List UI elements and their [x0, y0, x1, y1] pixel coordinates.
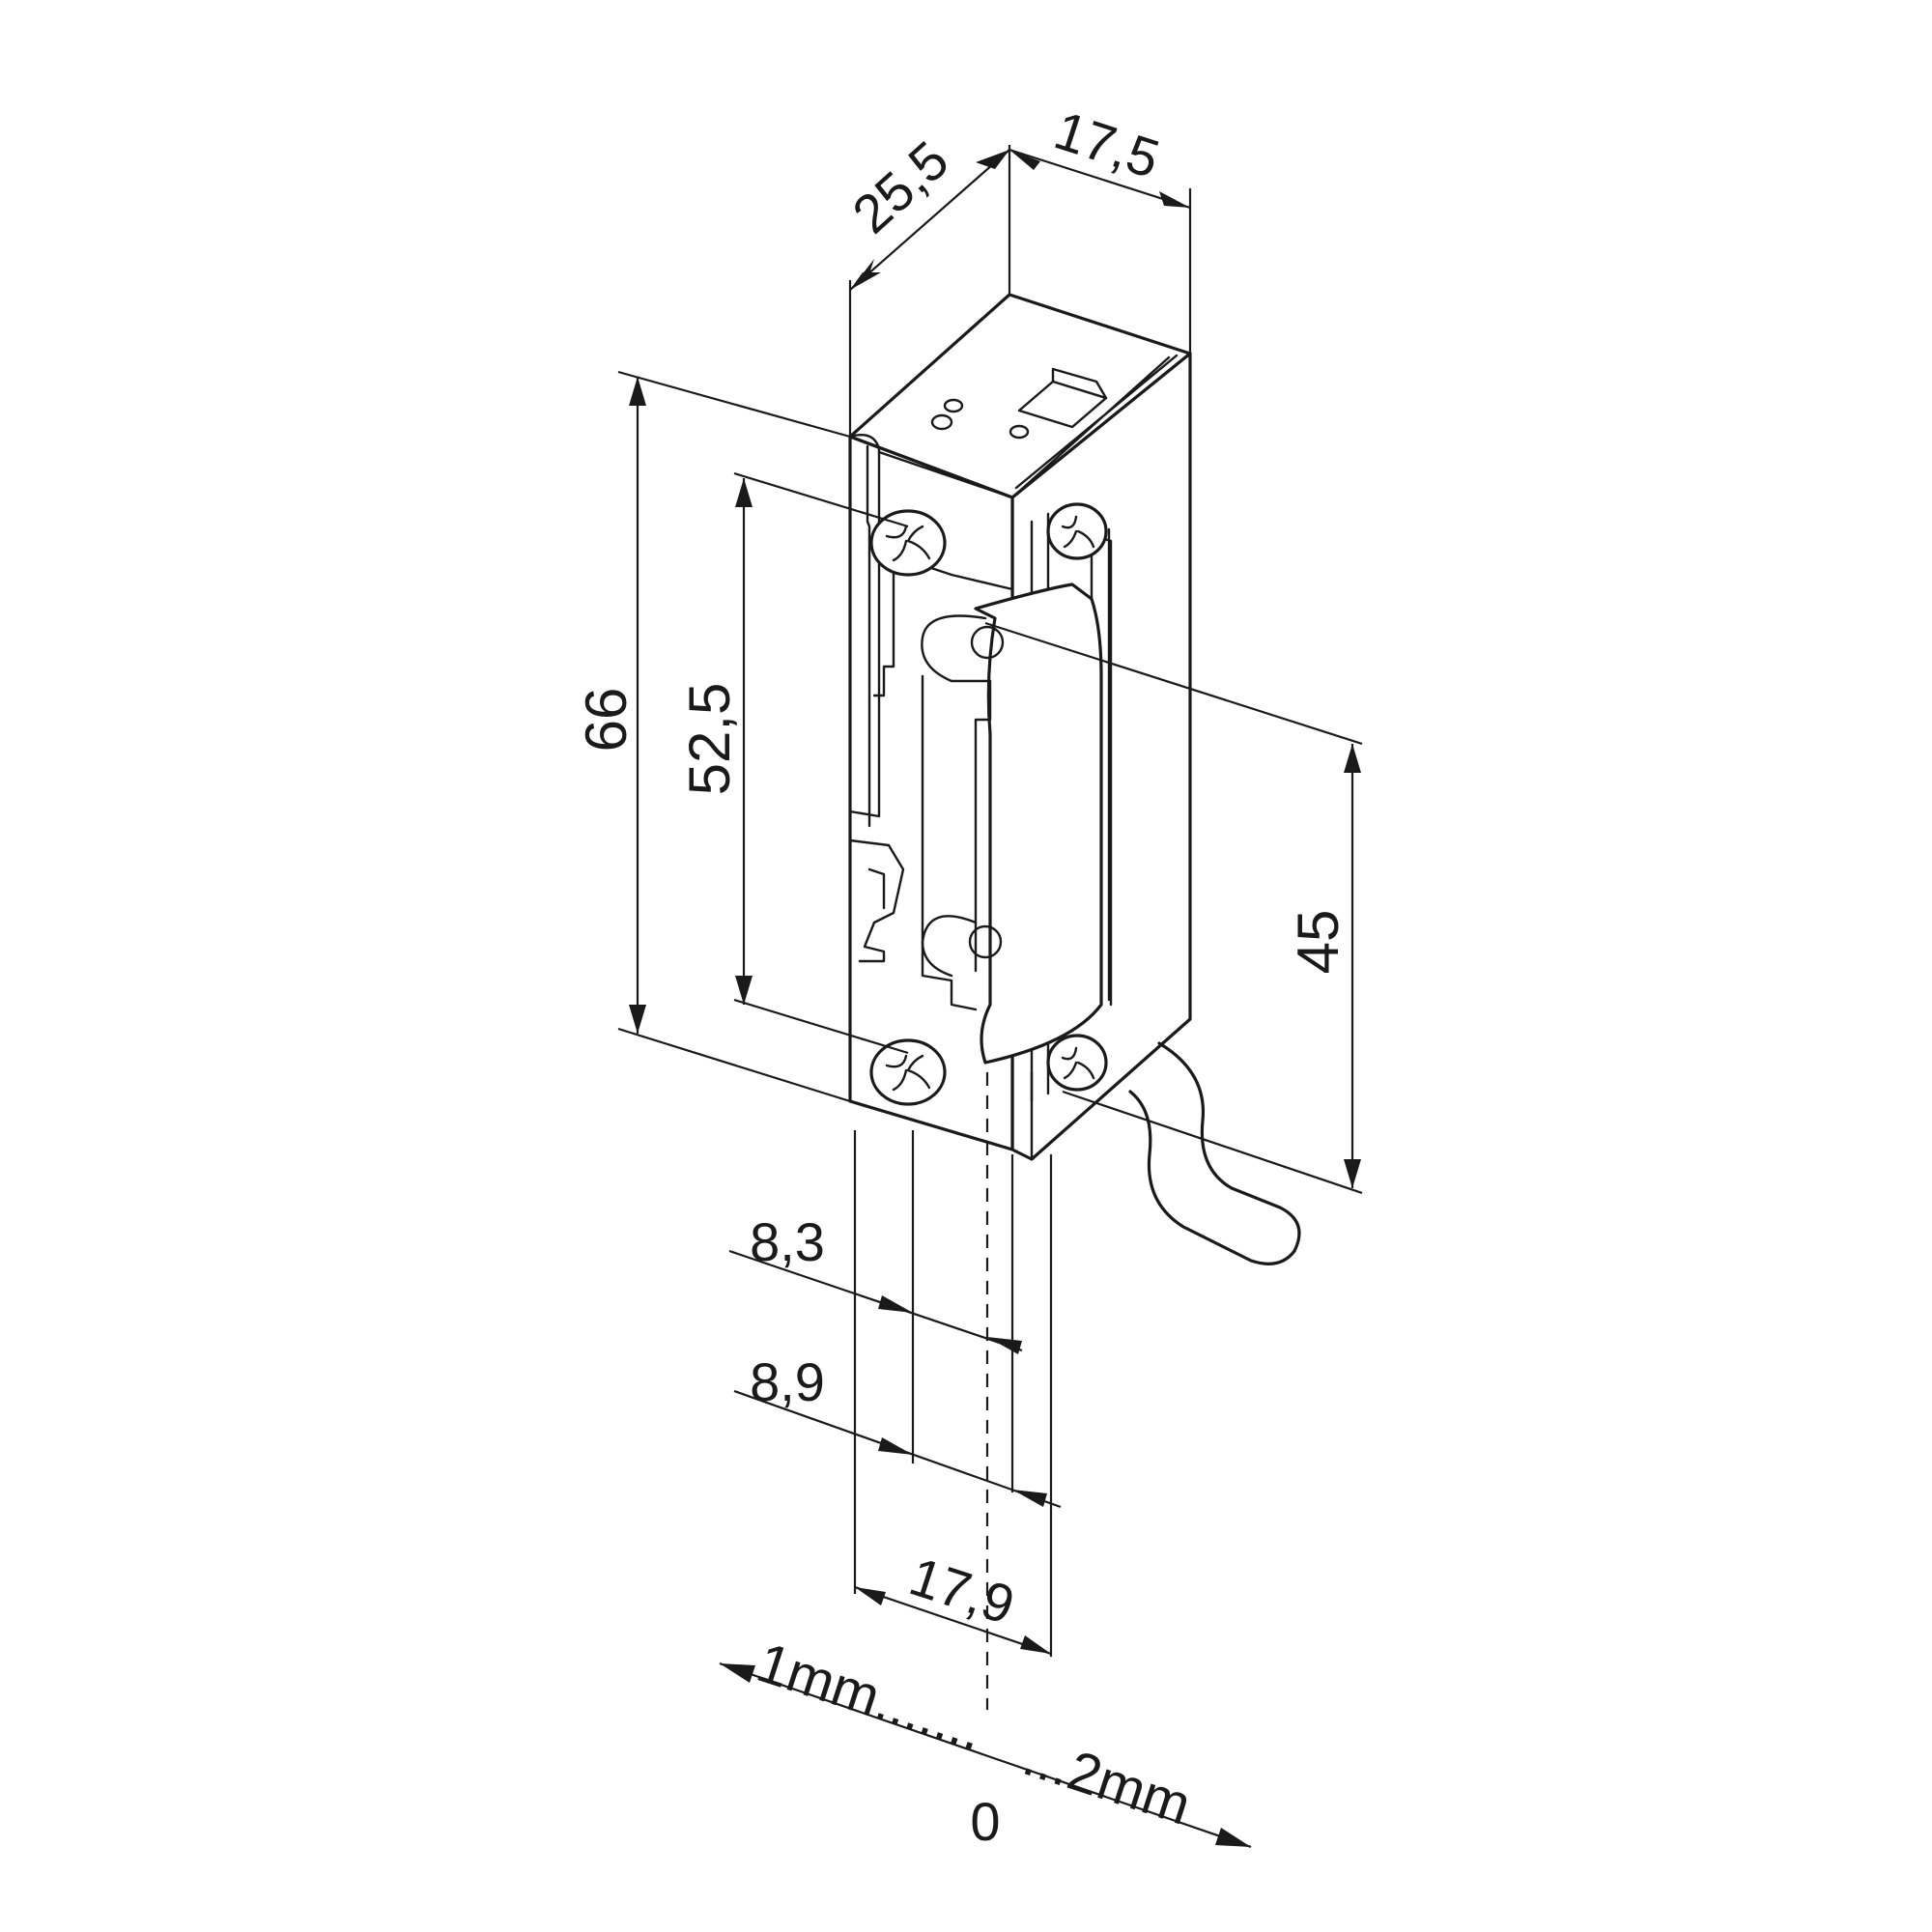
release-lever-inner [867, 867, 886, 910]
top-chamfer [1010, 354, 1179, 499]
dim-screw-spacing-label: 52,5 [677, 683, 742, 796]
door-strike-body [848, 293, 1301, 1265]
latch-bolt [974, 582, 1103, 1065]
screw-bottom-left [869, 1038, 947, 1106]
cable [1128, 1041, 1301, 1265]
top-hole-3 [1009, 424, 1030, 440]
top-slot-edge [1051, 367, 1108, 400]
dim-total-height-label: 66 [574, 688, 639, 753]
latch-pin-top [970, 625, 1005, 660]
adjust-plus-label: ...2mm [1016, 1724, 1199, 1837]
top-hole-1 [930, 413, 953, 431]
screw-top-right [1046, 502, 1108, 560]
upper-block-edge [877, 450, 1014, 499]
screw-bottom-right [1046, 1034, 1108, 1092]
dim-latch-height-label: 45 [1286, 910, 1350, 975]
latch-pin-bottom [968, 924, 1003, 959]
release-lever [848, 838, 905, 963]
latch-inner-edge [974, 679, 992, 973]
top-hole-2 [943, 398, 964, 413]
dim-width-top-label: 17,5 [1047, 99, 1166, 190]
dim-offset-b-label: 8,9 [750, 1351, 825, 1412]
left-rail-inner [866, 444, 871, 828]
adjust-zero-label: 0 [970, 1791, 1000, 1852]
latch-left-edge [921, 674, 978, 1011]
dim-offset-a-label: 8,3 [750, 1211, 825, 1272]
bottom-edge [1010, 1065, 1034, 1161]
latch-lower-lobe [921, 915, 978, 978]
screw-top-left [869, 509, 947, 577]
adjust-minus-label: 1mm....... [750, 1631, 991, 1763]
dim-width-bottom-label: 17,9 [902, 1546, 1021, 1636]
dim-depth-label: 25,5 [840, 129, 959, 245]
left-rail [848, 433, 881, 818]
latch-upper-lobe [921, 614, 992, 683]
dimension-lines [617, 145, 1363, 1849]
